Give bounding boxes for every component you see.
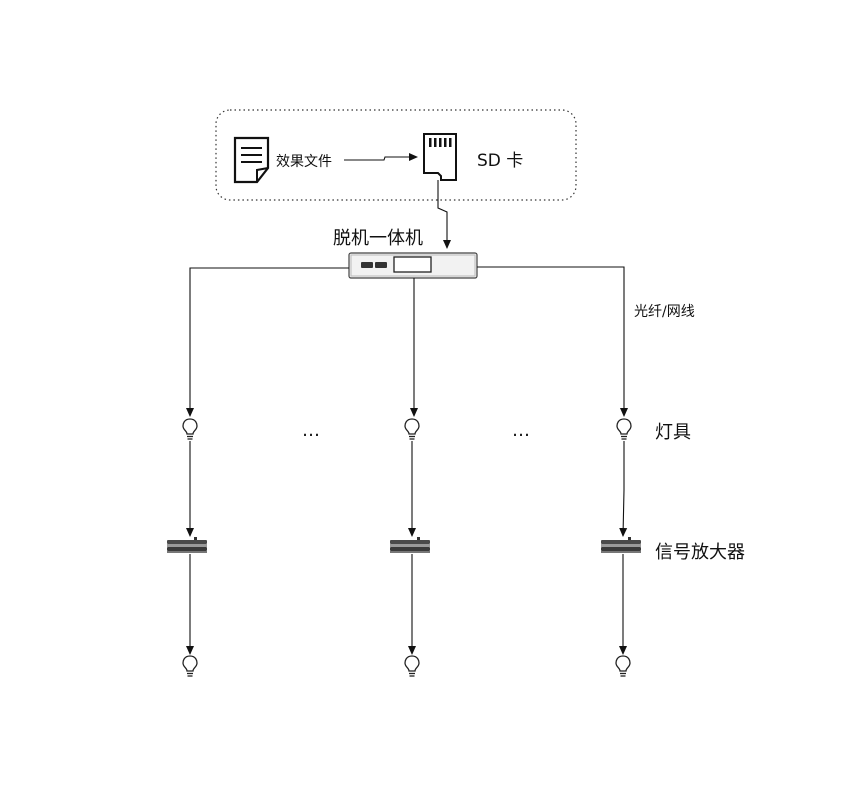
- controller-box-icon: [348, 252, 478, 279]
- light-bulb-icon: [616, 418, 632, 440]
- light-bulb-icon: [404, 418, 420, 440]
- light-bulb-icon: [182, 655, 198, 677]
- signal-amplifier-icon: [601, 537, 641, 553]
- source-group-box: [215, 109, 577, 201]
- file-to-sd-arrow: [344, 153, 418, 161]
- controller-label: 脱机一体机: [333, 228, 423, 249]
- ellipsis-right: …: [512, 420, 530, 441]
- file-label: 效果文件: [276, 154, 332, 170]
- light-bulb-icon: [182, 418, 198, 440]
- branch-right-wire: [477, 266, 628, 417]
- lamp-to-amp-wire-right: [619, 441, 628, 537]
- sd-to-controller-arrow: [437, 180, 451, 249]
- document-icon: [233, 136, 270, 184]
- fixture-label: 灯具: [655, 422, 691, 443]
- branch-left-wire: [186, 267, 349, 417]
- sd-card-label: SD 卡: [477, 151, 523, 171]
- sd-card-icon: [423, 133, 457, 181]
- link-label: 光纤/网线: [634, 304, 695, 320]
- ellipsis-left: …: [302, 420, 320, 441]
- signal-amplifier-icon: [390, 537, 430, 553]
- signal-amplifier-icon: [167, 537, 207, 553]
- light-bulb-icon: [615, 655, 631, 677]
- light-bulb-icon: [404, 655, 420, 677]
- amplifier-label: 信号放大器: [655, 542, 745, 563]
